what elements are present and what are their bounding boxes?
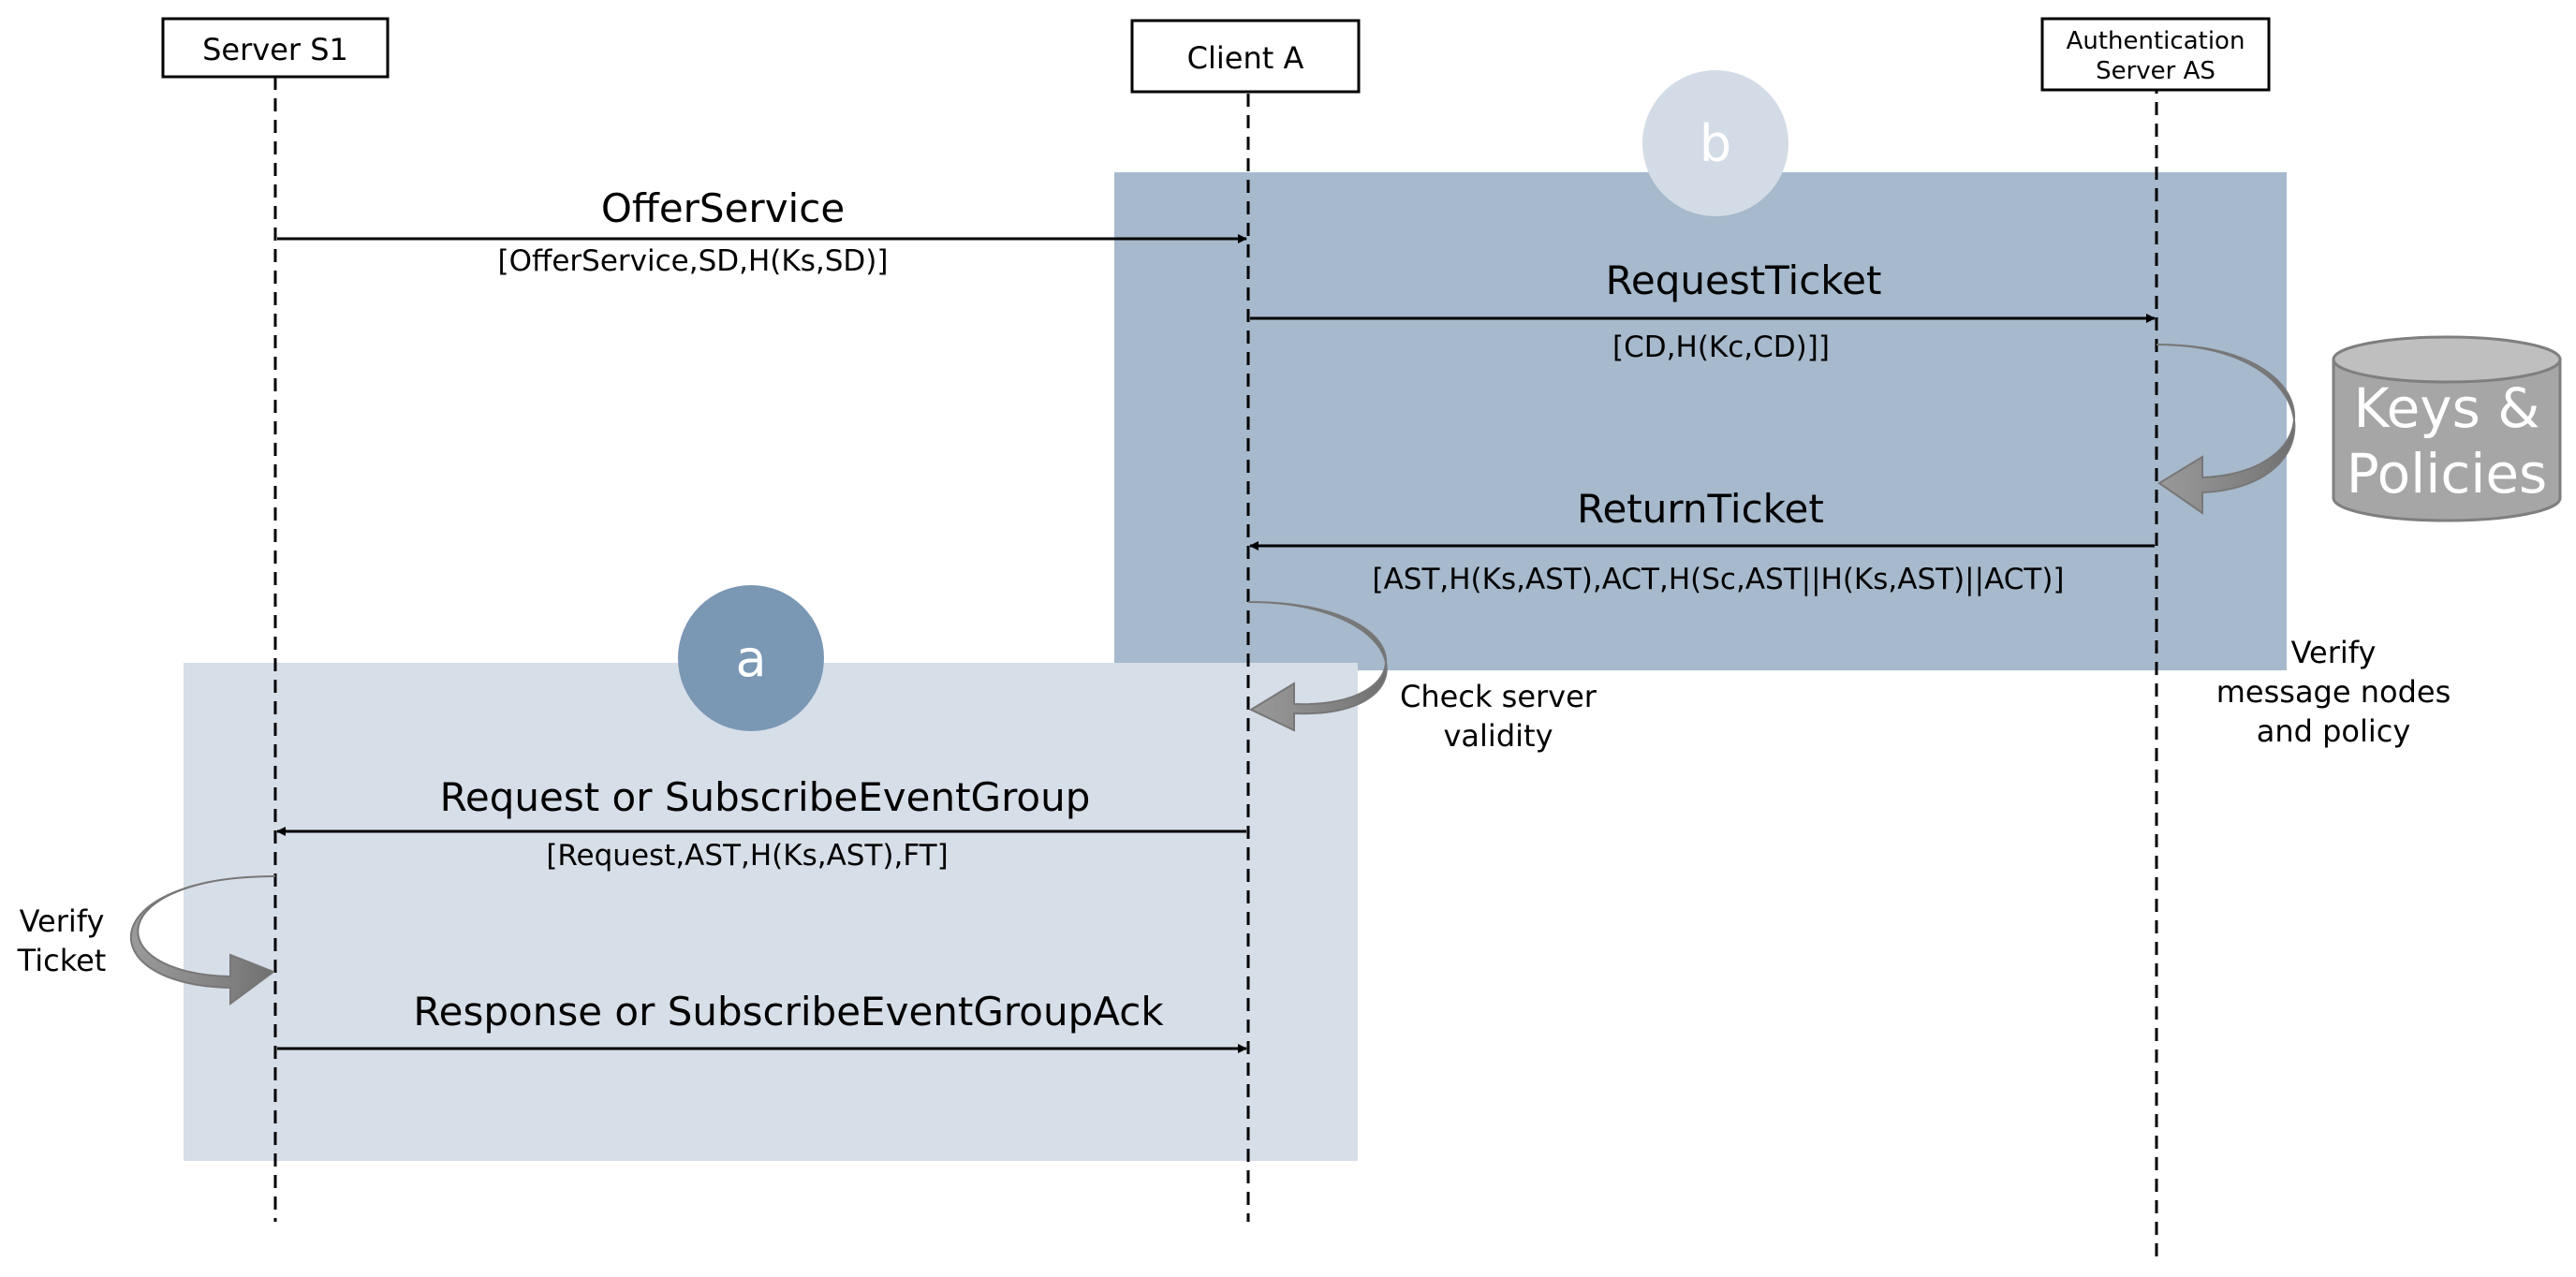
- offer-title: OfferService: [601, 185, 845, 231]
- message-request-ticket: RequestTicket [CD,H(Kc,CD)]]: [1250, 257, 2156, 364]
- request-subscribe-title: Request or SubscribeEventGroup: [440, 774, 1091, 820]
- return-ticket-title: ReturnTicket: [1577, 486, 1824, 532]
- verify-policy-line2: message nodes: [2216, 674, 2451, 710]
- region-b: [1114, 172, 2287, 670]
- request-ticket-title: RequestTicket: [1606, 257, 1882, 303]
- region-a-badge: a: [678, 585, 824, 731]
- verify-policy-curl-arrow: [2156, 344, 2296, 515]
- participant-client: Client A: [1130, 19, 1361, 94]
- auth-label-line1: Authentication: [2067, 27, 2245, 55]
- note-check-server-validity: Check server validity: [1400, 679, 1597, 754]
- verify-ticket-curl-arrow: [129, 875, 276, 1005]
- request-ticket-params: [CD,H(Kc,CD)]]: [1612, 330, 1830, 364]
- region-b-badge: b: [1642, 70, 1788, 216]
- verify-policy-line1: Verify: [2291, 635, 2377, 670]
- message-request-subscribe: Request or SubscribeEventGroup [Request,…: [276, 774, 1246, 873]
- message-offer-service: OfferService [OfferService,SD,H(Ks,SD)]: [277, 185, 1247, 278]
- check-note-line2: validity: [1443, 718, 1553, 754]
- request-subscribe-params: [Request,AST,H(Ks,AST),FT]: [546, 839, 948, 873]
- participant-server: Server S1: [161, 17, 390, 79]
- check-validity-curl-arrow: [1247, 601, 1388, 732]
- database-keys-policies: Keys & Policies: [2332, 335, 2562, 522]
- verify-policy-line3: and policy: [2257, 713, 2411, 749]
- participant-auth: Authentication Server AS: [2040, 17, 2271, 92]
- return-ticket-params: [AST,H(Ks,AST),ACT,H(Sc,AST||H(Ks,AST)||…: [1372, 563, 2064, 596]
- note-verify-ticket: Verify Ticket: [17, 903, 107, 978]
- verify-ticket-line1: Verify: [20, 903, 105, 939]
- auth-label-line2: Server AS: [2096, 57, 2215, 85]
- note-verify-policy: Verify message nodes and policy: [2216, 635, 2451, 749]
- client-label: Client A: [1187, 40, 1304, 76]
- message-return-ticket: ReturnTicket [AST,H(Ks,AST),ACT,H(Sc,AST…: [1249, 486, 2155, 596]
- offer-params: [OfferService,SD,H(Ks,SD)]: [498, 244, 889, 278]
- region-a: [184, 663, 1358, 1161]
- message-response-ack: Response or SubscribeEventGroupAck: [277, 989, 1247, 1053]
- database-label-line1: Keys &: [2353, 376, 2539, 440]
- database-label-line2: Policies: [2347, 442, 2548, 506]
- server-label: Server S1: [202, 32, 348, 67]
- check-note-line1: Check server: [1400, 679, 1597, 714]
- response-ack-title: Response or SubscribeEventGroupAck: [413, 989, 1164, 1035]
- region-b-letter: b: [1700, 114, 1731, 173]
- region-a-letter: a: [735, 629, 766, 688]
- verify-ticket-line2: Ticket: [17, 943, 107, 978]
